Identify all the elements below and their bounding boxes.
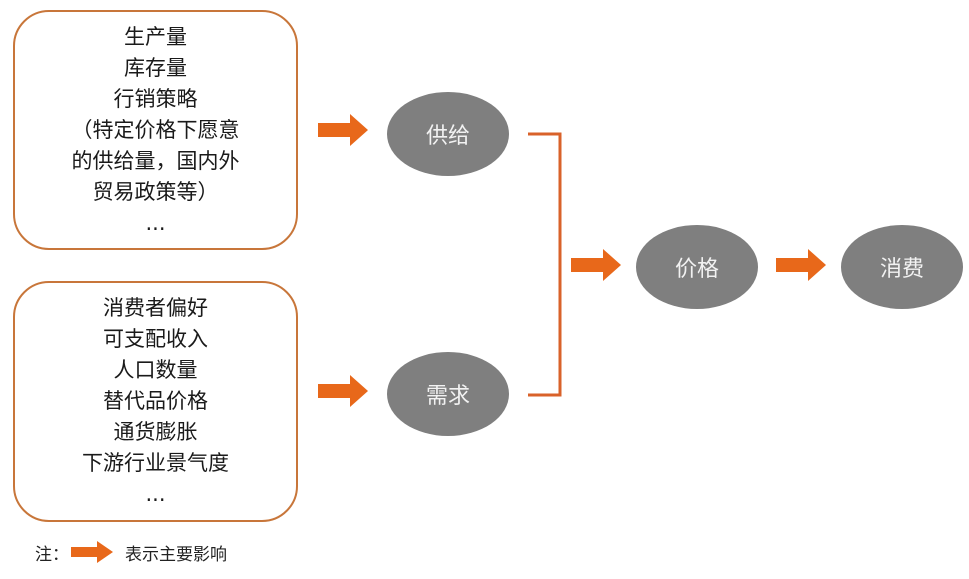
supply-node-label: 供给 xyxy=(425,124,470,149)
arrow-right-icon xyxy=(318,114,368,146)
demand-factor-line: 替代品价格 xyxy=(103,389,208,413)
demand-factor-line: 可支配收入 xyxy=(103,327,208,351)
legend-text: 表示主要影响 xyxy=(125,544,227,565)
demand-factor-line: 下游行业景气度 xyxy=(82,451,229,475)
supply-factor-line: 贸易政策等） xyxy=(92,179,219,204)
supply-factor-line: 的供给量，国内外 xyxy=(71,148,240,173)
supply-factor-line: 库存量 xyxy=(124,55,187,80)
price-node: 价格 xyxy=(636,225,758,309)
arrow-right-icon xyxy=(318,375,368,407)
supply-factor-ellipsis: ... xyxy=(145,210,166,235)
demand-factor-line: 消费者偏好 xyxy=(103,296,208,320)
demand-factor-line: 人口数量 xyxy=(113,358,198,382)
demand-node-label: 需求 xyxy=(425,384,470,409)
demand-node: 需求 xyxy=(387,352,509,436)
supply-factor-line: 生产量 xyxy=(124,24,187,49)
legend-arrow-icon xyxy=(71,541,113,563)
supply-factors-box: 生产量 库存量 行销策略 （特定价格下愿意 的供给量，国内外 贸易政策等） ..… xyxy=(13,10,298,250)
demand-factor-ellipsis: ... xyxy=(145,482,166,506)
consumption-node-label: 消费 xyxy=(879,257,924,282)
supply-demand-bracket xyxy=(528,132,562,397)
demand-factor-line: 通货膨胀 xyxy=(113,420,198,444)
supply-node: 供给 xyxy=(387,92,509,176)
supply-factor-line: （特定价格下愿意 xyxy=(71,117,240,142)
arrow-right-icon xyxy=(571,249,621,281)
legend: 注： 表示主要影响 xyxy=(35,540,227,565)
legend-prefix: 注： xyxy=(35,544,69,565)
arrow-right-icon xyxy=(776,249,826,281)
demand-factors-box: 消费者偏好 可支配收入 人口数量 替代品价格 通货膨胀 下游行业景气度 ... xyxy=(13,281,298,522)
price-node-label: 价格 xyxy=(674,257,719,282)
supply-factor-line: 行销策略 xyxy=(113,86,198,111)
consumption-node: 消费 xyxy=(841,225,963,309)
